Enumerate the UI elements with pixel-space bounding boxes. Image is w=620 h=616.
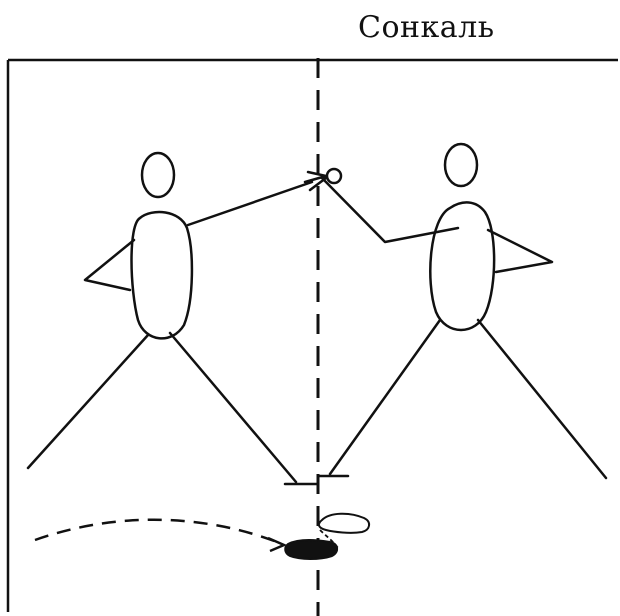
- right-figure-right-leg: [476, 318, 608, 480]
- left-figure-right-arm: [186, 180, 314, 227]
- footprint-dark-icon: [284, 539, 338, 560]
- left-figure-head: [140, 151, 176, 199]
- right-figure-head: [443, 142, 479, 188]
- left-figure: [26, 151, 320, 486]
- right-figure-torso: [429, 201, 496, 332]
- arrowhead-icon: [267, 536, 288, 553]
- footprint-heel-icon: [319, 529, 339, 549]
- left-figure-right-leg: [168, 331, 298, 484]
- right-figure-left-leg: [328, 318, 442, 476]
- movement-dashed-arrow: [34, 518, 283, 546]
- footprint-outline-icon: [317, 512, 370, 534]
- right-figure: [316, 142, 608, 480]
- left-figure-left-arm: [83, 238, 136, 292]
- frame: [6, 58, 618, 612]
- right-figure-right-arm: [486, 228, 554, 274]
- left-figure-left-leg: [26, 333, 150, 470]
- right-figure-left-arm: [320, 176, 460, 244]
- left-figure-torso: [130, 210, 194, 340]
- diagram-title: Сонкаль: [358, 10, 495, 45]
